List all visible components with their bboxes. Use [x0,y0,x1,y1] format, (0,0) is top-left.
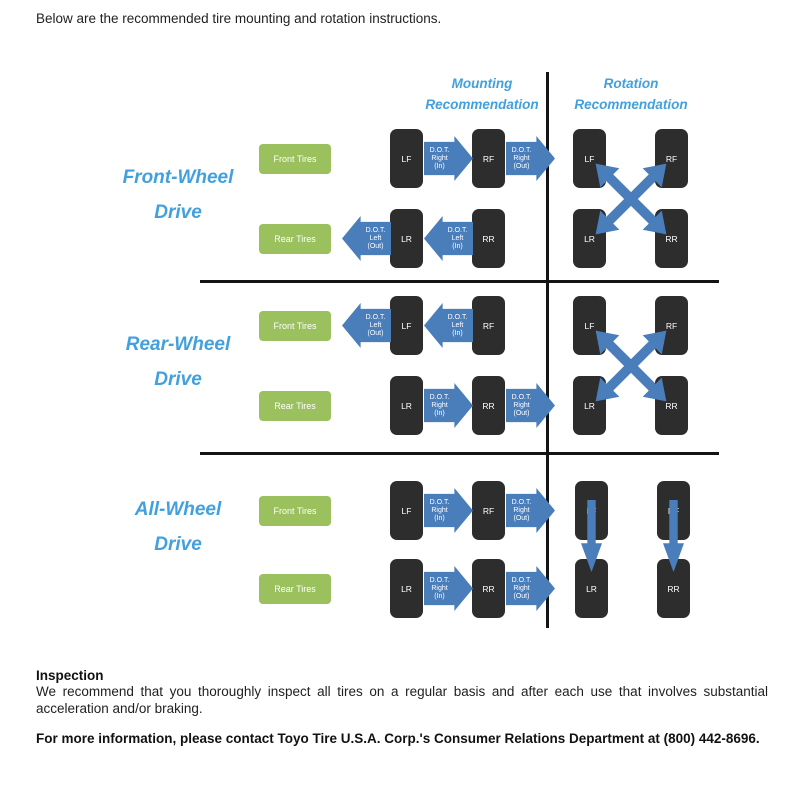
awd-front-arrow-dot-right-in: D.O.T. Right (In) [424,488,473,533]
rwd-front-tires-label: Front Tires [259,311,331,341]
rwd-mounting-tire-lr: LR [390,376,423,435]
fwd-rear-tires-label: Rear Tires [259,224,331,254]
arrow-label: D.O.T. Right (Out) [511,146,532,170]
awd-rear-tires-label: Rear Tires [259,574,331,604]
arrow-label: D.O.T. Right (Out) [511,498,532,522]
rwd-mounting-tire-rr: RR [472,376,505,435]
awd-mounting-tire-lr: LR [390,559,423,618]
rwd-front-arrow-dot-left-in: D.O.T. Left (In) [424,303,473,348]
fwd-rear-arrow-dot-left-in: D.O.T. Left (In) [424,216,473,261]
arrow-label: D.O.T. Left (In) [447,313,468,337]
fwd-rear-arrow-dot-left-out: D.O.T. Left (Out) [342,216,391,261]
arrow-label: D.O.T. Left (Out) [365,313,386,337]
rwd-cross-rotation-arrows-icon [585,320,677,412]
awd-mounting-tire-rf: RF [472,481,505,540]
fwd-mounting-tire-rf: RF [472,129,505,188]
vertical-divider-line [546,72,549,628]
inspection-body-text: We recommend that you thoroughly inspect… [36,684,768,716]
arrow-label: D.O.T. Right (Out) [511,576,532,600]
arrow-label: D.O.T. Left (Out) [365,226,386,250]
fwd-cross-rotation-arrows-icon [585,153,677,245]
drive-label-rear-wheel: Rear-Wheel Drive [125,334,231,390]
fwd-mounting-tire-rr: RR [472,209,505,268]
fwd-mounting-tire-lf: LF [390,129,423,188]
rwd-rear-tires-label: Rear Tires [259,391,331,421]
row-divider-line-2 [200,452,719,455]
fwd-front-arrow-dot-right-in: D.O.T. Right (In) [424,136,473,181]
drive-label-front-wheel: Front-Wheel Drive [122,167,234,223]
awd-mounting-tire-rr: RR [472,559,505,618]
arrow-label: D.O.T. Right (In) [429,393,450,417]
rotation-recommendation-header: Rotation Recommendation [574,76,688,112]
awd-mounting-tire-lf: LF [390,481,423,540]
mounting-recommendation-header: Mounting Recommendation [425,76,539,112]
intro-text: Below are the recommended tire mounting … [36,11,442,26]
rwd-mounting-tire-rf: RF [472,296,505,355]
arrow-label: D.O.T. Right (In) [429,498,450,522]
fwd-front-tires-label: Front Tires [259,144,331,174]
arrow-label: D.O.T. Right (In) [429,576,450,600]
fwd-mounting-tire-lr: LR [390,209,423,268]
drive-label-all-wheel: All-Wheel Drive [134,499,222,555]
inspection-heading: Inspection [36,668,104,683]
arrow-label: D.O.T. Left (In) [447,226,468,250]
rwd-mounting-tire-lf: LF [390,296,423,355]
row-divider-line-1 [200,280,719,283]
rwd-rear-arrow-dot-right-in: D.O.T. Right (In) [424,383,473,428]
arrow-label: D.O.T. Right (In) [429,146,450,170]
awd-front-tires-label: Front Tires [259,496,331,526]
contact-info-text: For more information, please contact Toy… [36,731,760,746]
rwd-front-arrow-dot-left-out: D.O.T. Left (Out) [342,303,391,348]
arrow-label: D.O.T. Right (Out) [511,393,532,417]
awd-rear-arrow-dot-right-in: D.O.T. Right (In) [424,566,473,611]
